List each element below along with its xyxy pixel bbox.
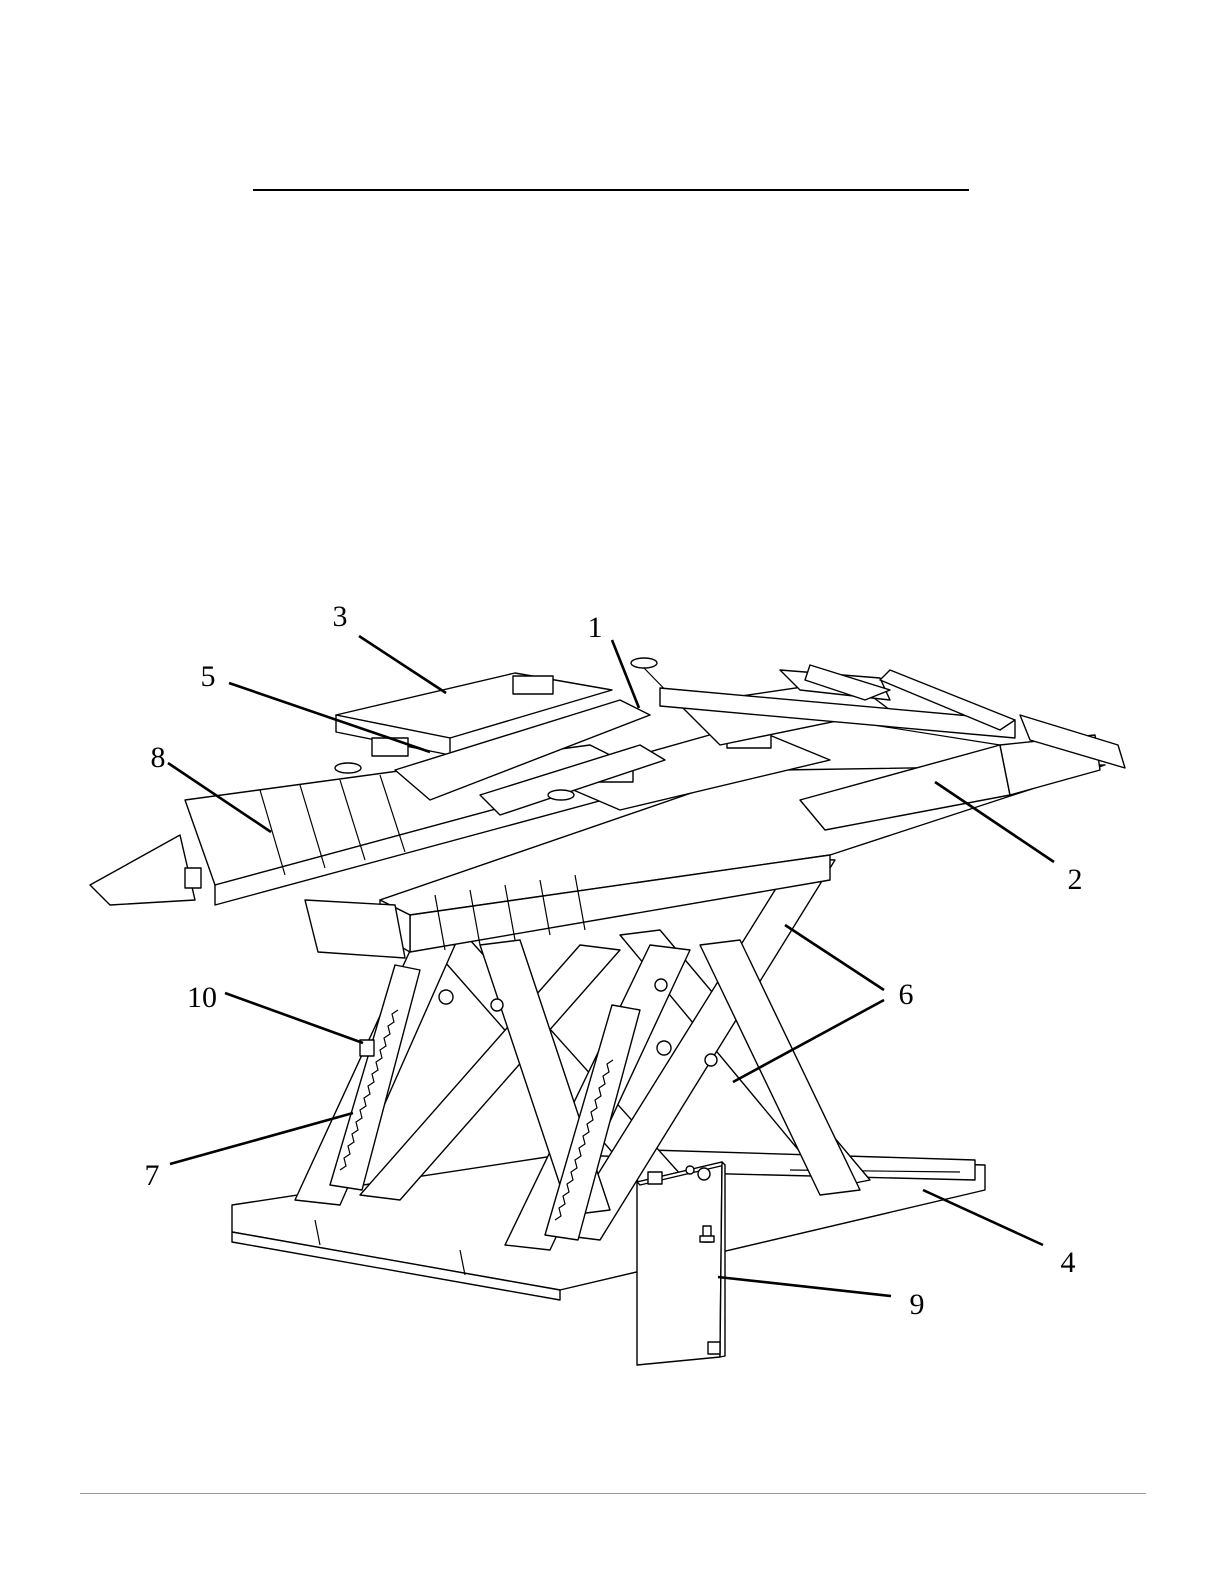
footer-rule (80, 1493, 1146, 1494)
callout-4: 4 (1061, 1248, 1076, 1278)
callout-1: 1 (588, 613, 603, 643)
callout-7: 7 (145, 1161, 160, 1191)
callout-10: 10 (187, 983, 217, 1013)
callout-3: 3 (333, 602, 348, 632)
callout-6: 6 (899, 980, 914, 1010)
callout-5: 5 (201, 662, 216, 692)
callout-8: 8 (151, 743, 166, 773)
callout-2: 2 (1068, 865, 1083, 895)
callout-9: 9 (910, 1290, 925, 1320)
control-unit (637, 1162, 725, 1365)
